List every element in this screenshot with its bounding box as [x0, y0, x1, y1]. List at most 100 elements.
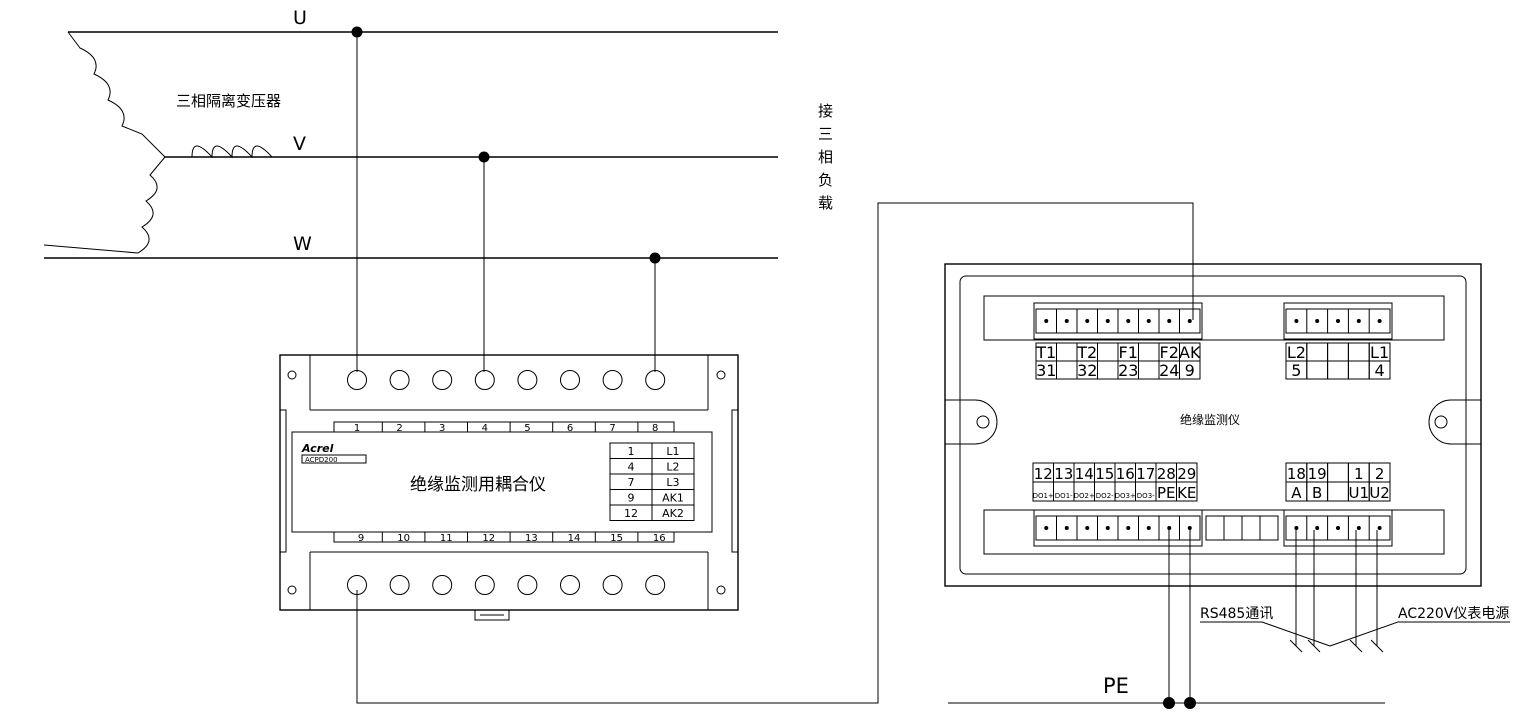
w-junction	[649, 252, 661, 264]
rs485-label: RS485通讯	[1200, 606, 1273, 622]
monitor-top-left-cell: 32	[1077, 361, 1097, 380]
monitor-bottom-left-cell: DO3-	[1137, 492, 1155, 500]
screw-terminal[interactable]	[1356, 526, 1361, 530]
screw-terminal[interactable]	[1146, 526, 1151, 530]
monitor-bottom-right-cell: U1	[1349, 484, 1370, 502]
monitor-top-left-cell: 9	[1185, 361, 1195, 380]
monitor-bottom-left-cell: 14	[1075, 465, 1094, 483]
screw-terminal[interactable]	[1187, 526, 1192, 530]
screw-terminal[interactable]	[1315, 319, 1320, 323]
coupler-bottom-number: 15	[610, 533, 623, 544]
ak-wire	[356, 202, 1194, 704]
screw-terminal[interactable]	[1064, 319, 1069, 323]
screw-terminal[interactable]	[1294, 526, 1299, 530]
pe-label: PE	[1103, 674, 1129, 698]
transformer-label: 三相隔离变压器	[176, 92, 281, 110]
coupler-bottom-terminal[interactable]	[560, 575, 580, 595]
coupler-top-terminal[interactable]	[432, 370, 453, 390]
screw-terminal[interactable]	[1126, 319, 1131, 323]
coupler-top-terminal[interactable]	[602, 370, 623, 390]
monitor-top-left-cell: 24	[1159, 361, 1179, 380]
coupler-bottom-terminal[interactable]	[432, 575, 453, 595]
monitor-bottom-left-cell: 15	[1095, 465, 1114, 483]
coupler-top-number: 1	[354, 423, 360, 434]
coupler-bottom-number: 10	[397, 533, 410, 544]
coupler-screw-bl	[287, 585, 297, 595]
screw-terminal[interactable]	[1126, 526, 1131, 530]
coupler-brand: Acrel	[301, 442, 334, 455]
coupler-top-number: 2	[396, 423, 402, 434]
coupler-top-number: 3	[439, 423, 445, 434]
coupler-top-number: 7	[609, 423, 615, 434]
screw-terminal[interactable]	[1085, 319, 1090, 323]
screw-terminal[interactable]	[1105, 319, 1110, 323]
w-label: W	[293, 233, 312, 255]
coupler-top-number: 6	[567, 423, 573, 434]
coupler-top-terminal[interactable]	[517, 370, 538, 390]
coupler-screw-tr	[716, 370, 726, 380]
screw-terminal[interactable]	[1336, 319, 1340, 323]
screw-terminal[interactable]	[1064, 526, 1069, 530]
coupler-top-terminal[interactable]	[645, 370, 666, 390]
coupler-top-terminal[interactable]	[474, 370, 495, 390]
screw-terminal[interactable]	[1085, 526, 1090, 530]
coupler-bottom-terminal[interactable]	[602, 575, 623, 595]
monitor-inner	[959, 275, 1467, 575]
load-label: 接 三 相 负 载	[818, 102, 833, 212]
mapping-pin: 7	[628, 476, 635, 489]
monitor-lug-right	[1428, 399, 1482, 445]
monitor-top-left-cell: 31	[1036, 361, 1056, 380]
monitor-top-left-cell: F1	[1119, 343, 1138, 362]
v-junction	[478, 151, 490, 163]
screw-terminal[interactable]	[1105, 526, 1110, 530]
coupler-bottom-number: 16	[653, 533, 666, 544]
load-char-3: 相	[818, 148, 833, 166]
monitor-top-right-strip	[1285, 308, 1391, 334]
coupler-bottom-terminal[interactable]	[474, 575, 495, 595]
screw-terminal[interactable]	[1377, 526, 1382, 530]
monitor-top-left-cell: T1	[1035, 343, 1056, 362]
screw-terminal[interactable]	[1167, 319, 1172, 323]
coupler-bottom-number: 14	[568, 533, 581, 544]
monitor-bottom-left-cell: 29	[1177, 465, 1196, 483]
load-char-5: 载	[818, 194, 833, 212]
coupler-bottom-terminal[interactable]	[389, 575, 410, 595]
mapping-name: AK1	[662, 492, 684, 505]
coupler-screw-tl	[287, 370, 297, 380]
coupler-bottom-terminal[interactable]	[645, 575, 666, 595]
coupler-top-number: 5	[524, 423, 530, 434]
coupler-top-terminal[interactable]	[347, 370, 367, 390]
coupler-top-terminal[interactable]	[389, 370, 410, 390]
screw-terminal[interactable]	[1146, 319, 1151, 323]
mapping-pin: 4	[628, 461, 635, 474]
monitor-bottom-right-cell: U2	[1369, 484, 1390, 502]
screw-terminal[interactable]	[1315, 526, 1320, 530]
din-clip	[474, 609, 510, 621]
screw-terminal[interactable]	[1294, 319, 1299, 323]
monitor-top-right-cell: 5	[1291, 361, 1301, 380]
monitor-bottom-left-cell: 12	[1034, 465, 1053, 483]
screw-terminal[interactable]	[1187, 319, 1192, 323]
u-junction	[351, 26, 363, 38]
coupler-to-monitor-wires	[356, 202, 1194, 704]
coupler-top-terminal[interactable]	[560, 370, 580, 390]
screw-terminal[interactable]	[1044, 526, 1049, 530]
monitor-bottom-right-cell: 2	[1375, 465, 1385, 483]
screw-terminal[interactable]	[1167, 526, 1172, 530]
drop-wires	[351, 26, 661, 372]
v-winding	[165, 145, 290, 159]
screw-terminal[interactable]	[1336, 526, 1340, 530]
screw-terminal[interactable]	[1377, 319, 1382, 323]
screw-terminal[interactable]	[1044, 319, 1049, 323]
monitor-top-left-cell: T2	[1076, 343, 1097, 362]
monitor-bottom-left-cell: 13	[1054, 465, 1073, 483]
coupler-bottom-terminal[interactable]	[517, 575, 538, 595]
mapping-name: L2	[666, 461, 679, 474]
monitor-top-left-cell: AK	[1179, 343, 1201, 362]
monitor-bottom-right-cell: 1	[1354, 465, 1364, 483]
screw-terminal[interactable]	[1356, 319, 1361, 323]
monitor-bottom-right-strip	[1285, 515, 1391, 541]
